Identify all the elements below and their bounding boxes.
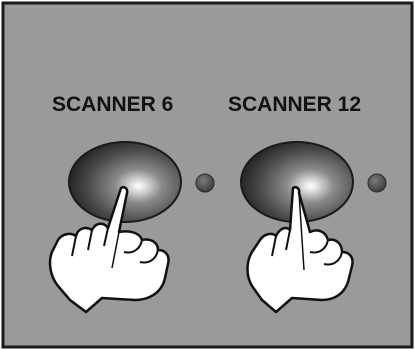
scanner-6-button[interactable] [69,142,181,222]
scanner-6-label: SCANNER 6 [52,93,173,117]
scanner-12-led-indicator [368,174,386,192]
scanner-6-led-indicator [196,174,214,192]
scanner-12-label: SCANNER 12 [228,93,361,117]
